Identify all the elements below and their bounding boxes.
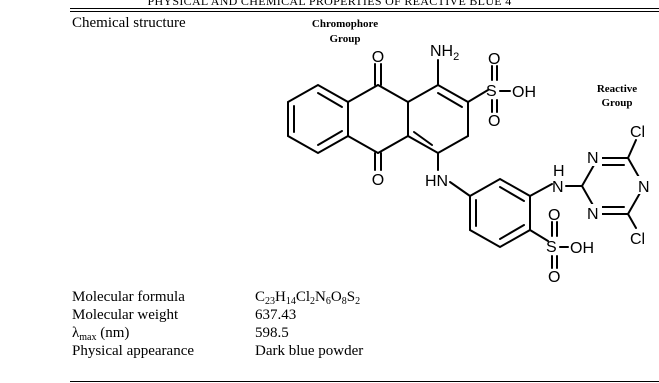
n-triazine-2: N	[638, 179, 650, 196]
bottom-rule	[70, 381, 659, 382]
formula-label: Molecular formula	[72, 289, 185, 305]
ring-double-bond	[317, 92, 343, 108]
hn-label: HN	[425, 173, 448, 190]
right-ring	[407, 83, 469, 155]
bond	[529, 229, 549, 242]
formula-element: N	[315, 289, 326, 305]
bond	[377, 84, 409, 103]
reactive-label-2: Group	[602, 97, 633, 109]
n-triazine-1: N	[587, 150, 599, 167]
oxygen-top: O	[372, 49, 384, 66]
oxygen-bottom: O	[372, 172, 384, 189]
formula-subscript: 2	[355, 296, 361, 307]
appearance-label: Physical appearance	[72, 343, 195, 359]
chlorine-top: Cl	[630, 124, 645, 141]
atom-mask	[586, 148, 602, 166]
ring-double-bond	[413, 131, 433, 146]
formula-subscript: 6	[325, 296, 331, 307]
weight-value: 637.43	[255, 307, 297, 323]
formula-subscript: 23	[265, 296, 276, 307]
appearance-value: Dark blue powder	[255, 343, 364, 359]
oh-bottom: OH	[570, 240, 594, 257]
formula-element: C	[255, 289, 266, 305]
sulfur-top: S	[486, 83, 497, 100]
oxygen-s1: O	[488, 51, 500, 68]
atom-mask	[586, 204, 602, 222]
chlorine-bottom: Cl	[630, 231, 645, 248]
ring-double-bond	[499, 224, 525, 240]
formula-element: S	[346, 289, 356, 305]
bond	[627, 139, 637, 159]
atom-mask	[636, 176, 652, 194]
lambda-value: 598.5	[255, 325, 289, 341]
chromophore-label-1: Chromophore	[312, 18, 378, 30]
oh-top: OH	[512, 84, 536, 101]
lower-benzene-ring	[469, 177, 531, 249]
h-label: H	[553, 163, 565, 180]
top-rule-double	[70, 11, 659, 12]
formula-element: Cl	[295, 289, 311, 305]
n-linker: N	[552, 179, 564, 196]
bond	[347, 84, 379, 103]
ring-double-bond	[437, 92, 463, 108]
oxygen-s3: O	[548, 207, 560, 224]
ring-double-bond	[317, 130, 343, 146]
reactive-label-1: Reactive	[597, 83, 637, 95]
formula-subscript: 14	[285, 296, 296, 307]
bond	[627, 213, 637, 229]
formula-subscript: 8	[341, 296, 347, 307]
n-triazine-3: N	[587, 206, 599, 223]
oxygen-s4: O	[548, 269, 560, 286]
formula-subscript: 2	[310, 296, 316, 307]
sulfur-bottom: S	[546, 239, 557, 256]
bond	[377, 135, 409, 154]
nh2-label: NH2	[430, 43, 459, 63]
formula-element: O	[330, 289, 342, 305]
formula-value: C23H14Cl2N6O8S2	[255, 288, 360, 311]
ring-double-bond	[499, 186, 525, 202]
structure-label: Chemical structure	[72, 15, 186, 31]
table-caption: Physical and Chemical Properties of Reac…	[147, 0, 512, 8]
bond	[467, 89, 489, 103]
weight-label: Molecular weight	[72, 307, 179, 323]
bond	[529, 183, 553, 197]
top-rule	[70, 8, 659, 9]
left-benzene-ring	[287, 83, 349, 155]
oxygen-s2: O	[488, 113, 500, 130]
formula-element: H	[275, 289, 286, 305]
bond	[449, 181, 471, 197]
lambda-label: λmax (nm)	[72, 325, 130, 343]
bond	[347, 135, 379, 154]
chromophore-label-2: Group	[330, 33, 361, 45]
